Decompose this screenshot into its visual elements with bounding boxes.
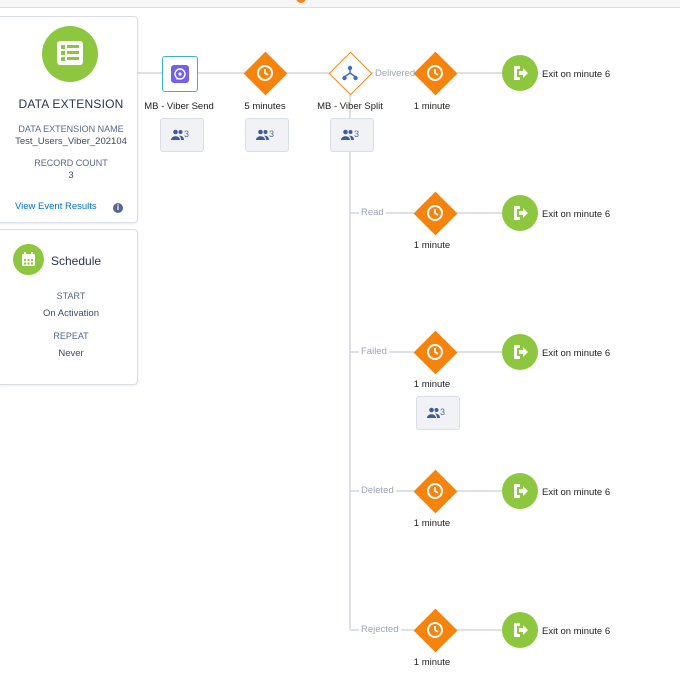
failed-path-count[interactable]: 3 (416, 396, 460, 430)
viber-icon (171, 65, 189, 83)
path-label-rejected: Rejected (359, 624, 401, 635)
exit-label-deleted: Exit on minute 6 (542, 487, 611, 498)
exit-icon (514, 623, 528, 637)
path-label-delivered: Delivered (373, 68, 418, 79)
path-label-read: Read (359, 207, 386, 218)
data-extension-name-value: Test_Users_Viber_202104 (15, 136, 127, 147)
info-icon[interactable]: i (113, 203, 123, 213)
data-extension-card[interactable]: DATA EXTENSION DATA EXTENSION NAME Test_… (0, 16, 138, 223)
clock-icon (427, 622, 443, 638)
exit-failed[interactable] (502, 334, 538, 370)
schedule-start-value: On Activation (43, 308, 99, 319)
clock-icon (427, 205, 443, 221)
failed-path-count-value: 3 (440, 407, 446, 417)
exit-label-failed: Exit on minute 6 (542, 348, 611, 359)
viber-send-count[interactable]: 3 (160, 118, 204, 152)
exit-label-read: Exit on minute 6 (542, 209, 611, 220)
viber-split-label: MB - Viber Split (317, 101, 383, 112)
schedule-repeat-label: REPEAT (53, 331, 89, 341)
toolbar-indicator (296, 0, 306, 3)
viber-send-label: MB - Viber Send (144, 101, 214, 112)
split-icon (342, 65, 358, 81)
wait-label-deleted: 1 minute (413, 518, 451, 529)
clock-icon (427, 344, 443, 360)
record-count-label: RECORD COUNT (34, 158, 108, 168)
record-count-value: 3 (68, 170, 74, 181)
view-event-results-link[interactable]: View Event Results (15, 201, 97, 212)
viber-send-count-value: 3 (184, 129, 190, 139)
path-label-failed: Failed (359, 346, 389, 357)
clock-icon (257, 65, 273, 81)
schedule-start-label: START (56, 291, 86, 301)
wait-5-minutes-count-value: 3 (269, 129, 275, 139)
viber-split-count-value: 3 (354, 129, 360, 139)
contacts-icon (427, 407, 440, 418)
wait-label-failed: 1 minute (413, 379, 451, 390)
clock-icon (427, 483, 443, 499)
top-toolbar (0, 0, 680, 8)
contacts-icon (256, 129, 269, 140)
exit-delivered[interactable] (502, 55, 538, 91)
exit-label-delivered: Exit on minute 6 (542, 69, 611, 80)
wait-5-minutes-count[interactable]: 3 (245, 118, 289, 152)
exit-icon (514, 66, 528, 80)
exit-label-rejected: Exit on minute 6 (542, 626, 611, 637)
exit-read[interactable] (502, 195, 538, 231)
exit-rejected[interactable] (502, 612, 538, 648)
contacts-icon (171, 129, 184, 140)
data-extension-icon (42, 26, 98, 82)
path-label-deleted: Deleted (359, 485, 396, 496)
schedule-repeat-value: Never (58, 348, 84, 359)
exit-deleted[interactable] (502, 473, 538, 509)
viber-split-count[interactable]: 3 (330, 118, 374, 152)
clock-icon (427, 65, 443, 81)
exit-icon (514, 206, 528, 220)
schedule-title: Schedule (51, 254, 102, 268)
viber-send-activity[interactable] (162, 56, 198, 92)
wait-label-delivered: 1 minute (413, 101, 451, 112)
data-extension-name-label: DATA EXTENSION NAME (18, 124, 124, 134)
schedule-card[interactable]: Schedule START On Activation REPEAT Neve… (0, 229, 138, 385)
exit-icon (514, 345, 528, 359)
wait-5-minutes-label: 5 minutes (244, 101, 286, 112)
exit-icon (514, 484, 528, 498)
data-extension-title: DATA EXTENSION (18, 97, 124, 111)
wait-label-rejected: 1 minute (413, 657, 451, 668)
calendar-icon (13, 244, 44, 275)
wait-label-read: 1 minute (413, 240, 451, 251)
contacts-icon (341, 129, 354, 140)
